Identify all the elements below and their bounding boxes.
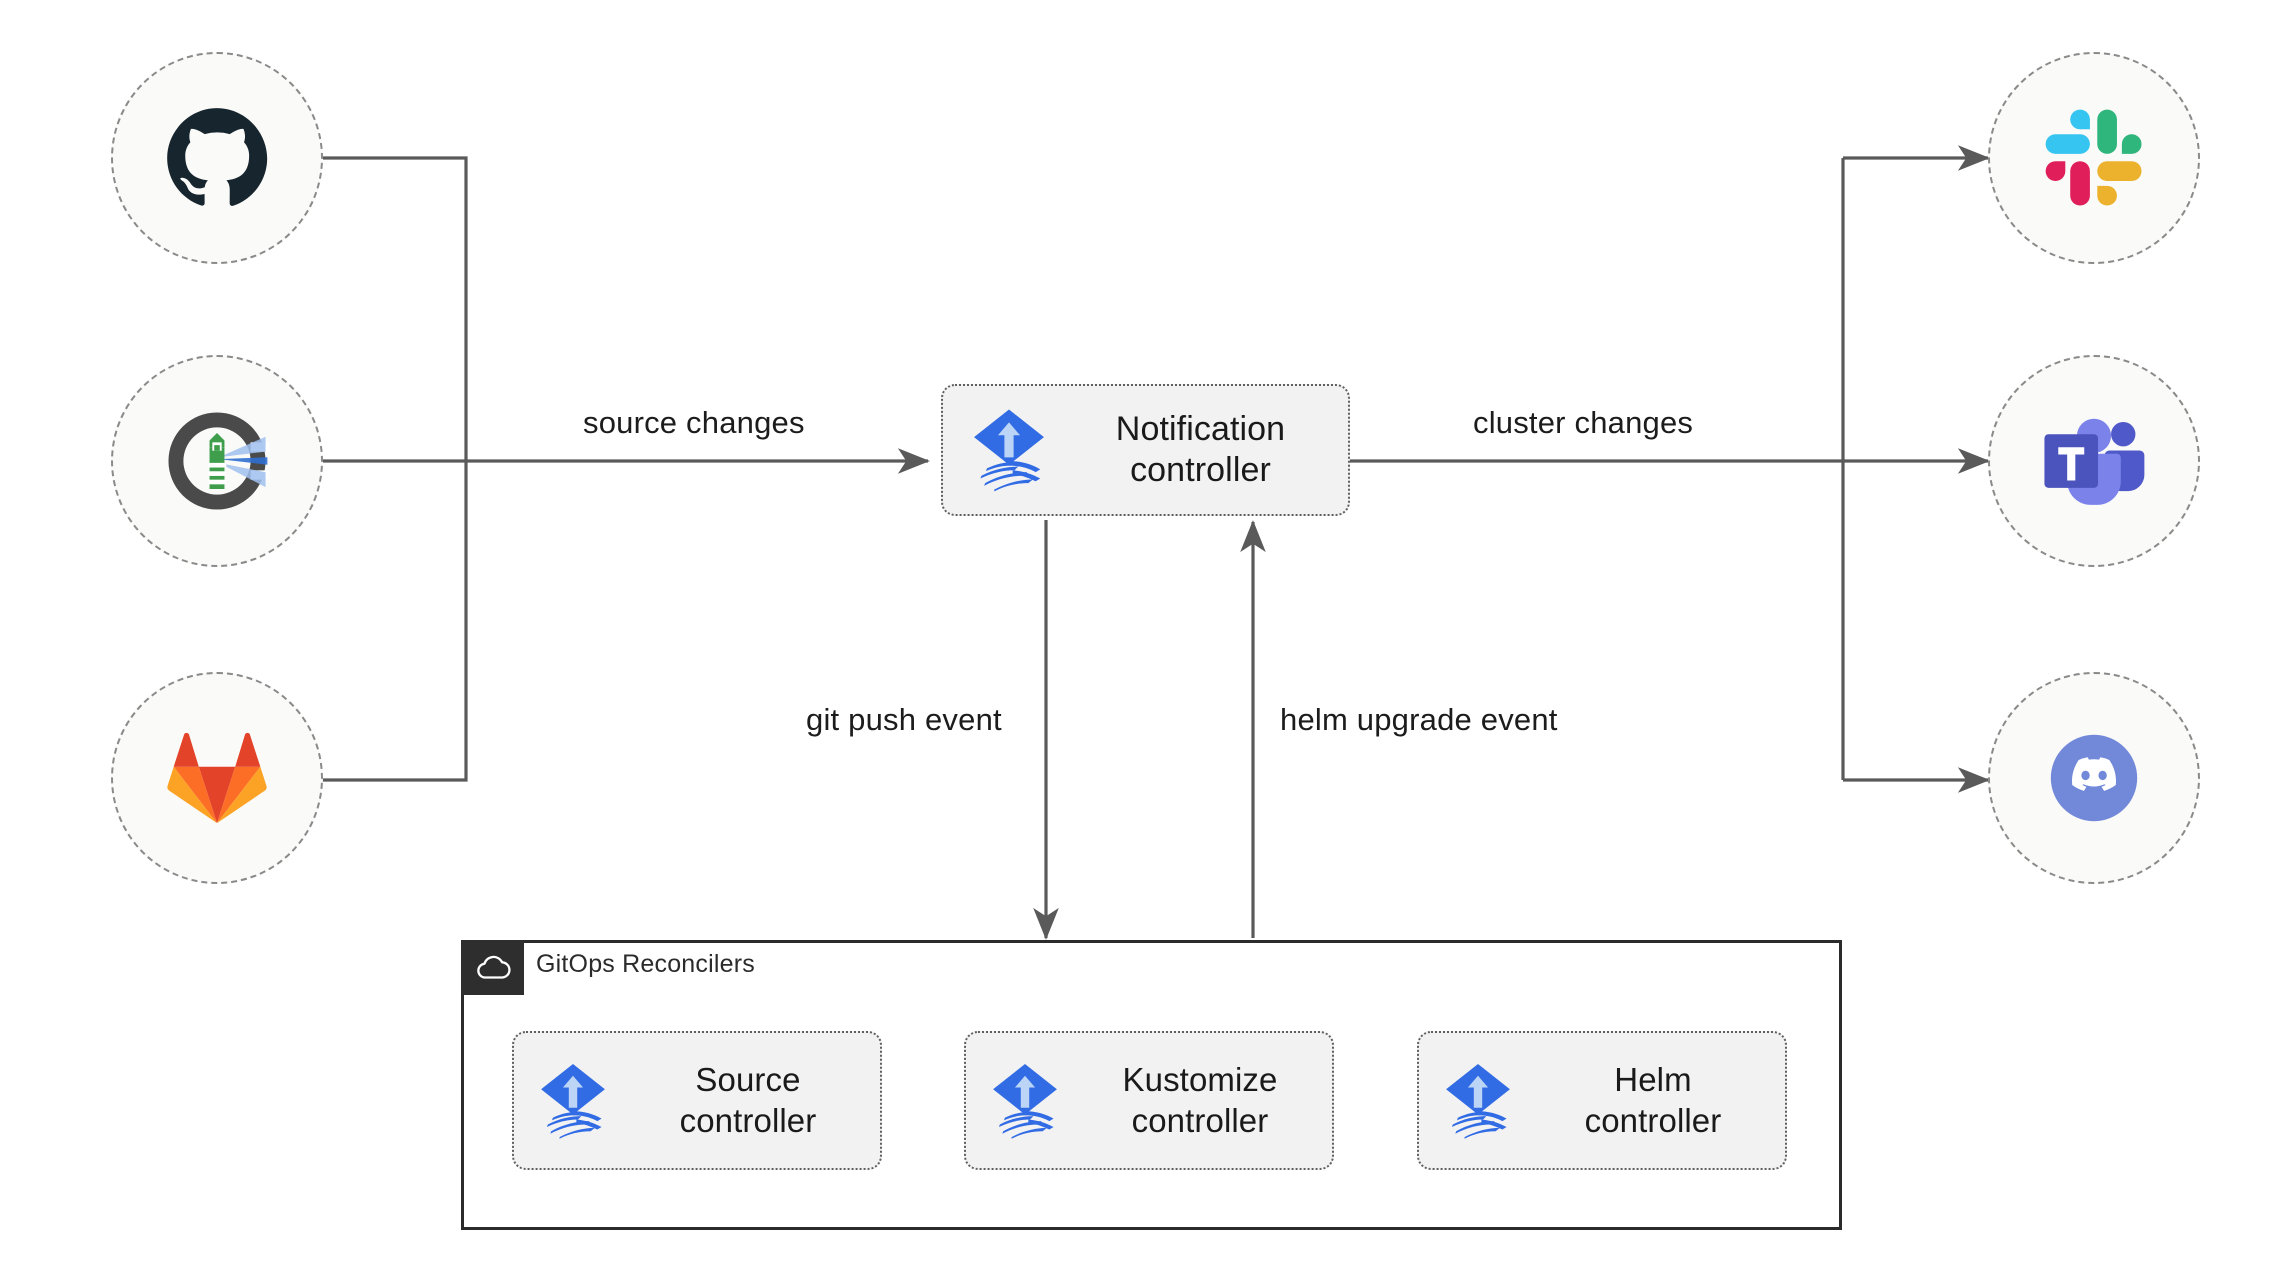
flux-icon bbox=[966, 1059, 1084, 1143]
source-controller-label: Source controller bbox=[679, 1061, 817, 1139]
helm-controller-box[interactable]: Helm controller bbox=[1417, 1031, 1787, 1170]
helm-controller-label: Helm controller bbox=[1584, 1061, 1722, 1139]
flux-icon bbox=[514, 1059, 632, 1143]
microsoft-teams-icon bbox=[2042, 413, 2146, 509]
edge-label-git-push-event: git push event bbox=[806, 702, 1002, 737]
github-icon bbox=[165, 106, 269, 210]
destination-node-teams[interactable] bbox=[1988, 355, 2200, 567]
edge-label-helm-upgrade-event: helm upgrade event bbox=[1280, 702, 1558, 737]
flux-icon bbox=[943, 404, 1075, 496]
notification-controller-box[interactable]: Notification controller bbox=[941, 384, 1350, 516]
source-controller-box[interactable]: Source controller bbox=[512, 1031, 882, 1170]
edge-label-source-changes: source changes bbox=[583, 405, 805, 440]
source-node-github[interactable] bbox=[111, 52, 323, 264]
slack-icon bbox=[2044, 108, 2144, 208]
kustomize-controller-label: Kustomize controller bbox=[1122, 1061, 1278, 1139]
source-node-gitlab[interactable] bbox=[111, 672, 323, 884]
source-node-helm[interactable] bbox=[111, 355, 323, 567]
destination-node-discord[interactable] bbox=[1988, 672, 2200, 884]
gitops-reconcilers-title: GitOps Reconcilers bbox=[536, 950, 755, 978]
notification-controller-label: Notification controller bbox=[1115, 409, 1286, 489]
helm-icon bbox=[161, 405, 273, 517]
discord-icon bbox=[2040, 724, 2148, 832]
cloud-icon bbox=[461, 940, 524, 995]
flux-icon bbox=[1419, 1059, 1537, 1143]
edge-left-trunk bbox=[322, 156, 468, 782]
gitlab-icon bbox=[165, 729, 269, 827]
edge-label-cluster-changes: cluster changes bbox=[1473, 405, 1694, 440]
destination-node-slack[interactable] bbox=[1988, 52, 2200, 264]
kustomize-controller-box[interactable]: Kustomize controller bbox=[964, 1031, 1334, 1170]
